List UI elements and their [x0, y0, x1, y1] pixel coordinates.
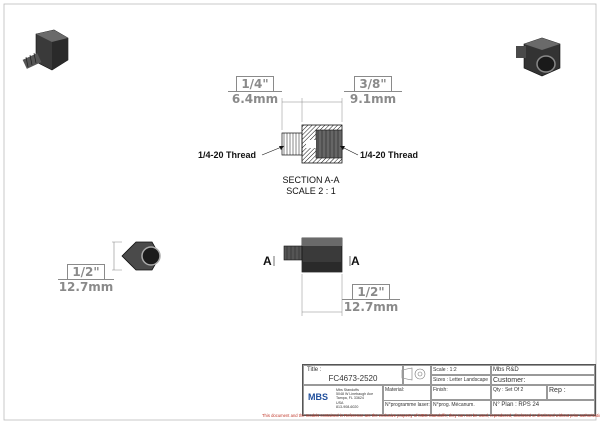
logo-cell: MBS Mbs Standoffs 5048 W Linebaugh Ave T…	[303, 385, 383, 415]
finish-cell: Finish:	[431, 385, 491, 400]
dim-front-bottom-mm: 12.7mm	[343, 300, 399, 314]
projection-cell	[403, 365, 431, 385]
disclaimer: This document and the models contained i…	[262, 413, 600, 418]
plan-cell: N° Plan : RPS 24	[491, 400, 595, 415]
address-line: USA	[336, 400, 344, 405]
scale-cell: Scale : 1:2	[431, 365, 491, 375]
address-line: Mbs Standoffs	[336, 388, 359, 392]
company-address: Mbs Standoffs 5048 W Linebaugh Ave Tampa…	[336, 388, 373, 409]
prog-mecanum-cell: N°prog. Mécanum.	[431, 400, 491, 415]
thread-callout-right: 1/4-20 Thread	[360, 150, 419, 160]
address-line: 5048 W Linebaugh Ave	[336, 392, 374, 397]
section-caption: SECTION A-A SCALE 2 : 1	[266, 175, 356, 197]
section-marker-right: A	[351, 254, 360, 268]
dim-left-top-frac: 1/4"	[236, 76, 274, 91]
company-cell: Mbs R&D	[491, 365, 595, 375]
section-view	[261, 98, 359, 164]
sizes-cell: Sizes : Letter Landscape	[431, 375, 491, 385]
iso-standoff-left	[22, 29, 69, 71]
title-label: Title :	[307, 367, 322, 373]
customer-cell: Customer:	[491, 375, 595, 385]
address-line: Tampa, FL 33624	[336, 396, 364, 401]
thread-callout-left: 1/4-20 Thread	[198, 150, 257, 160]
dim-right-top-frac: 3/8"	[354, 76, 392, 91]
sheet-border	[3, 3, 597, 421]
dim-hex-side-mm: 12.7mm	[58, 280, 114, 294]
dim-hex-side-frac: 1/2"	[67, 264, 105, 279]
address-line: 813-908-6020	[336, 404, 359, 409]
prog-laser-cell: N°programme laser:	[383, 400, 431, 415]
dim-hex-side: 1/2" 12.7mm	[58, 264, 114, 294]
side-view	[273, 237, 351, 316]
dim-right-top-mm: 9.1mm	[349, 92, 397, 106]
hex-end-view	[112, 241, 161, 271]
iso-standoff-right	[516, 37, 561, 77]
title-value: FC4673-2520	[328, 374, 378, 383]
section-scale: SCALE 2 : 1	[286, 186, 336, 196]
qty-cell: Qty : Set Of 2	[491, 385, 547, 400]
dim-right-top: 3/8" 9.1mm	[344, 76, 402, 106]
mbs-logo: MBS	[308, 392, 328, 402]
dim-left-top: 1/4" 6.4mm	[228, 76, 282, 106]
section-title: SECTION A-A	[282, 175, 340, 185]
dim-front-bottom: 1/2" 12.7mm	[342, 284, 400, 314]
dim-front-bottom-frac: 1/2"	[352, 284, 390, 299]
title-block: Title : FC4673-2520 Scale : 1:2 Sizes : …	[302, 364, 596, 416]
section-marker-left: A	[263, 254, 272, 268]
rep-cell: Rep :	[547, 385, 595, 400]
dim-left-top-mm: 6.4mm	[231, 92, 279, 106]
title-cell: Title : FC4673-2520	[303, 365, 403, 385]
